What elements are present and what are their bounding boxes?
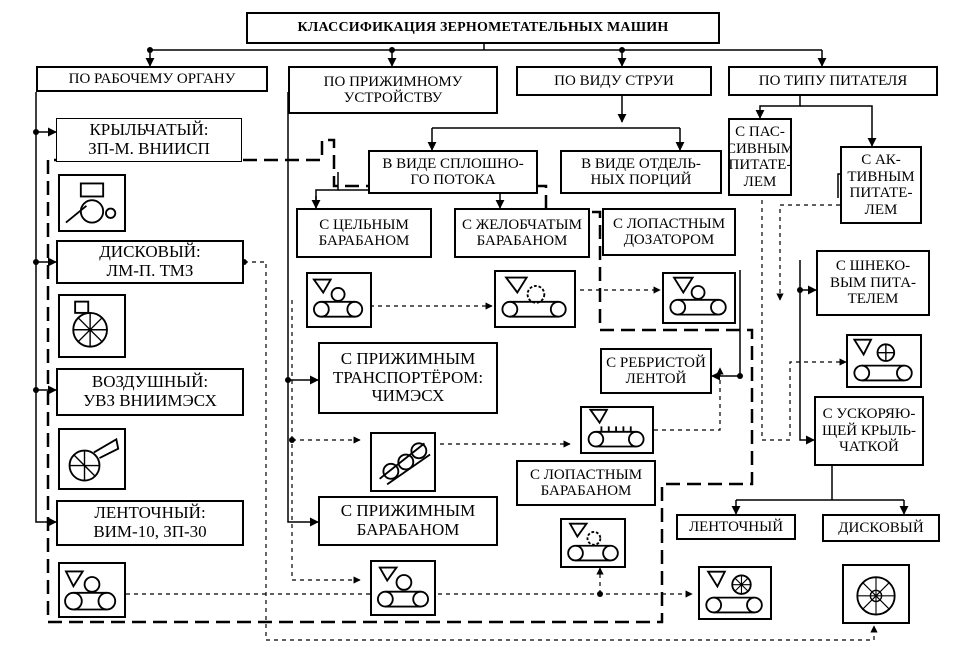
category-feeder-type: ПО ТИПУ ПИТАТЕЛЯ [728, 66, 938, 96]
pressing-conveyor-diagram [370, 432, 436, 492]
type-belt: ЛЕНТОЧНЫЙ: ВИМ-10, ЗП-30 [56, 500, 244, 546]
blade-drum-diagram [560, 518, 626, 568]
type-air: ВОЗДУШНЫЙ: УВЗ ВНИИМЭСХ [56, 368, 244, 416]
active-feeder: С АК- ТИВНЫМ ПИТАТЕ- ЛЕМ [840, 146, 922, 224]
passive-feeder: С ПАС- СИВНЫМ ПИТАТЕ- ЛЕМ [728, 118, 792, 196]
air-thrower-diagram [58, 428, 126, 490]
category-working-organ: ПО РАБОЧЕМУ ОРГАНУ [36, 66, 268, 92]
solid-drum: С ЦЕЛЬНЫМ БАРАБАНОМ [296, 208, 432, 258]
auger-feeder: С ШНЕКО- ВЫМ ПИТА- ТЕЛЕМ [816, 250, 930, 316]
grooved-drum-diagram [494, 270, 576, 328]
blade-dispenser: С ЛОПАСТНЫМ ДОЗАТОРОМ [602, 208, 736, 256]
belt-thrower-diagram [58, 562, 126, 618]
disc-thrower-diagram [58, 294, 126, 358]
feeder-belt: ЛЕНТОЧНЫЙ [676, 514, 796, 540]
type-wing: КРЫЛЬЧАТЫЙ: ЗП-М. ВНИИСП [56, 118, 242, 162]
ribbed-belt: С РЕБРИСТОЙ ЛЕНТОЙ [600, 348, 712, 394]
wing-thrower-diagram [58, 174, 126, 232]
grooved-drum: С ЖЕЛОБЧАТЫМ БАРАБАНОМ [454, 208, 590, 258]
diagram-title: КЛАССИФИКАЦИЯ ЗЕРНОМЕТАТЕЛЬНЫХ МАШИН [246, 12, 720, 44]
category-pressing-device: ПО ПРИЖИМНОМУ УСТРОЙСТВУ [288, 66, 498, 114]
feeder-disc-diagram [842, 564, 910, 624]
blade-dispenser-diagram [662, 272, 736, 324]
accelerating-wing: С УСКОРЯЮ- ЩЕЙ КРЫЛЬ- ЧАТКОЙ [814, 396, 924, 466]
dashed-group-boundaries [46, 138, 754, 624]
feeder-disc: ДИСКОВЫЙ [822, 514, 940, 542]
type-disc: ДИСКОВЫЙ: ЛМ-П. ТМЗ [56, 240, 244, 284]
jet-portions: В ВИДЕ ОТДЕЛЬ- НЫХ ПОРЦИЙ [560, 150, 722, 194]
pressure-drum: С ПРИЖИМНЫМ БАРАБАНОМ [318, 496, 498, 546]
junction-dots [33, 47, 803, 597]
category-jet-type: ПО ВИДУ СТРУИ [516, 66, 712, 96]
feeder-belt-diagram [698, 566, 772, 620]
ribbed-belt-diagram [580, 406, 654, 454]
pressing-conveyor: С ПРИЖИМНЫМ ТРАНСПОРТЁРОМ: ЧИМЭСХ [318, 342, 498, 414]
jet-continuous: В ВИДЕ СПЛОШНО- ГО ПОТОКА [368, 150, 538, 194]
auger-feeder-diagram [846, 334, 922, 388]
solid-drum-diagram [306, 272, 372, 328]
blade-drum: С ЛОПАСТНЫМ БАРАБАНОМ [516, 460, 656, 506]
pressure-drum-diagram [370, 560, 436, 616]
